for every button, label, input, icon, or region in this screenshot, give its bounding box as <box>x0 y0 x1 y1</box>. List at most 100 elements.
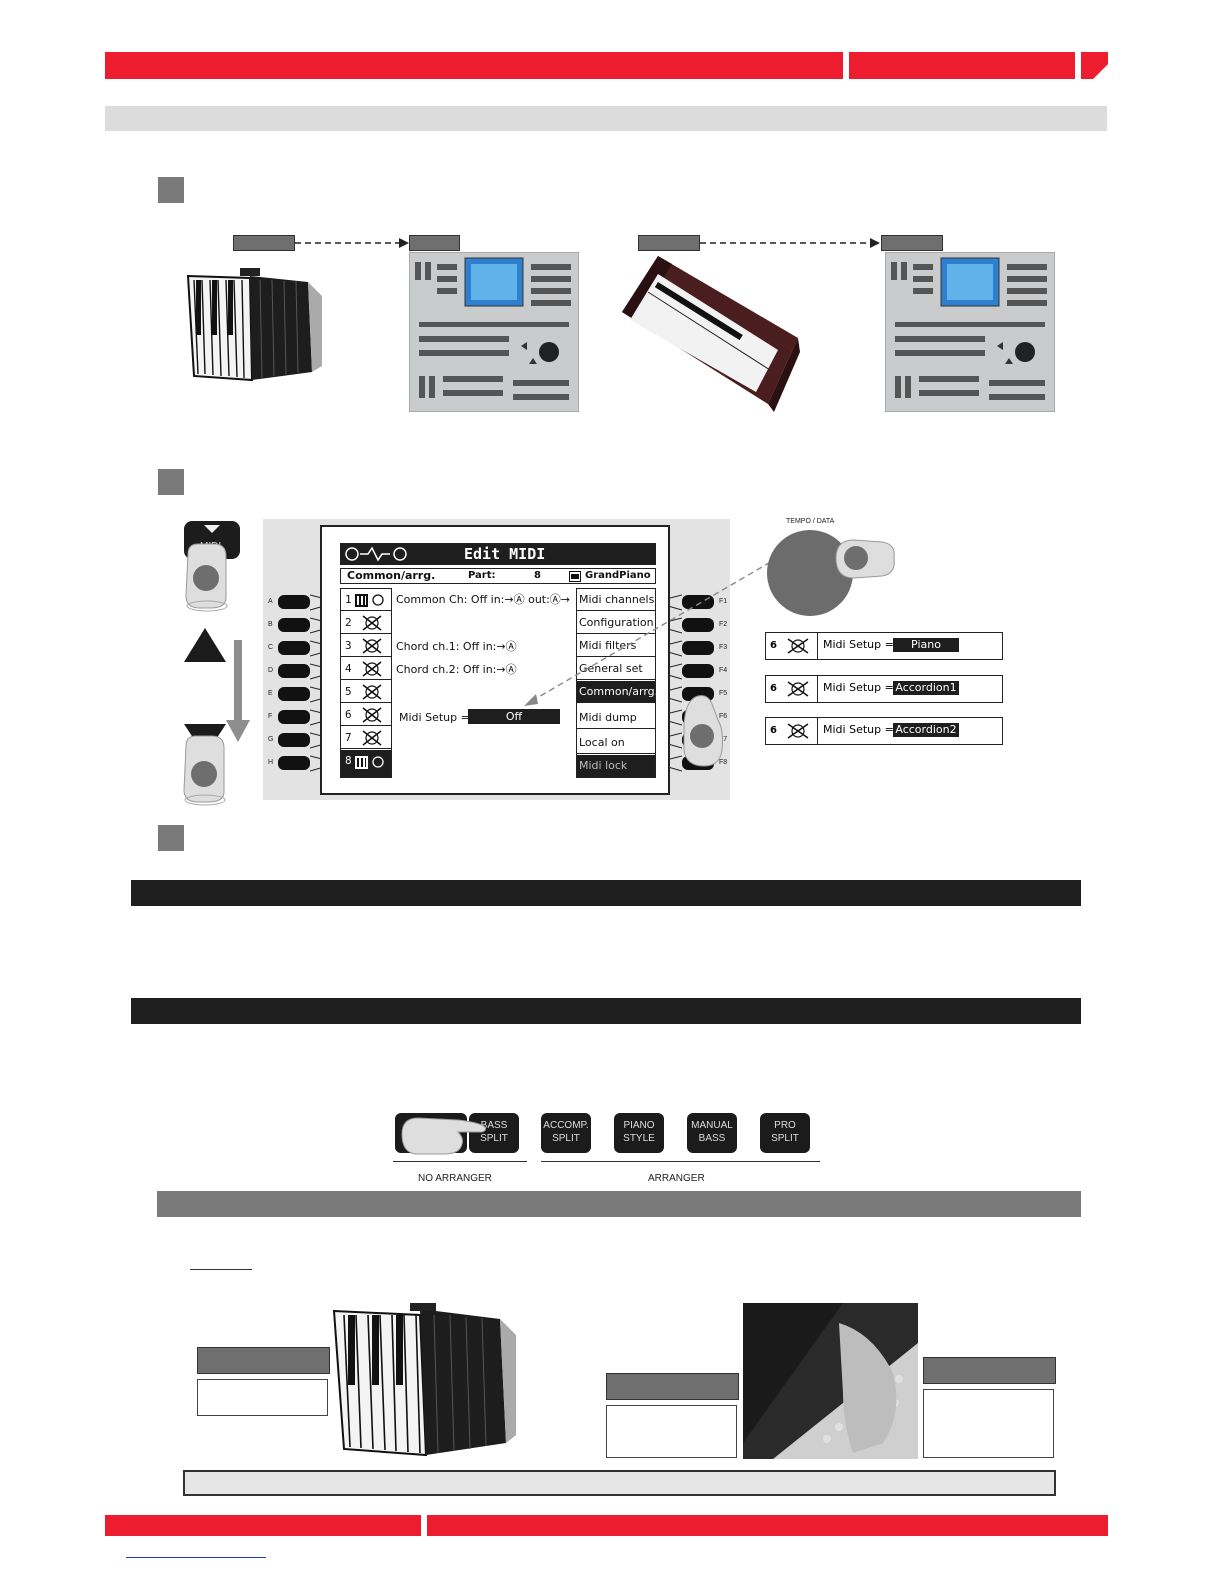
muted-midi-icon <box>362 638 382 654</box>
footer-bar-left <box>105 1515 421 1536</box>
setup-value-accordion1: Accordion1 <box>893 681 959 695</box>
softkey-label-g: G <box>268 736 274 743</box>
menu-midi-channels[interactable]: Midi channels <box>577 589 655 611</box>
softkey-e[interactable] <box>278 687 310 701</box>
pointing-hand-icon <box>185 543 228 612</box>
muted-midi-icon <box>362 684 382 700</box>
track-number: 5 <box>345 685 352 698</box>
step-marker-2 <box>158 469 184 495</box>
softkey-f2[interactable] <box>682 618 714 632</box>
softkey-a[interactable] <box>278 595 310 609</box>
accomp-split-button[interactable]: ACCOMP.SPLIT <box>541 1113 591 1153</box>
track-number: 8 <box>345 754 352 767</box>
track-row-6[interactable]: 6 <box>341 704 391 726</box>
muted-midi-icon <box>362 661 382 677</box>
softkey-d[interactable] <box>278 664 310 678</box>
menu-midi-dump[interactable]: Midi dump <box>577 707 655 729</box>
footer-bar-right <box>427 1515 1108 1536</box>
footer-link[interactable] <box>126 1557 266 1558</box>
bass-section-tag <box>606 1373 739 1400</box>
softkey-label-f6: F6 <box>719 713 728 720</box>
softkey-f3[interactable] <box>682 641 714 655</box>
section-header-bar-2 <box>131 998 1081 1024</box>
part-value: 8 <box>534 570 541 581</box>
menu-common-arrg-selected[interactable]: Common/arrg. <box>577 681 658 703</box>
menu-midi-lock[interactable]: Midi lock <box>577 755 655 777</box>
accordion-image <box>186 268 322 382</box>
muted-midi-icon <box>362 730 382 746</box>
track-row-3[interactable]: 3 <box>341 635 391 657</box>
dial-label: TEMPO / DATA <box>786 518 835 525</box>
sound-icon <box>569 571 581 582</box>
down-arrow-icon <box>226 640 250 742</box>
track-row-7[interactable]: 7 <box>341 727 391 749</box>
pointing-hand-icon-f6 <box>683 695 723 767</box>
arranger-label: ARRANGER <box>648 1173 705 1184</box>
part-label: Part: <box>468 570 496 581</box>
menu-local-on[interactable]: Local on <box>577 732 655 754</box>
pressing-hand-icon <box>401 1117 487 1155</box>
dial-leader-line <box>524 541 806 706</box>
sound-name: GrandPiano <box>585 570 651 581</box>
muted-midi-icon <box>362 707 382 723</box>
muted-midi-icon <box>787 681 809 697</box>
header-bar-right <box>849 52 1075 79</box>
pointing-hand-icon-2 <box>183 735 226 806</box>
track-row-2[interactable]: 2 <box>341 612 391 634</box>
softkey-label-h: H <box>268 759 274 766</box>
muted-midi-icon <box>362 615 382 631</box>
track-number: 4 <box>345 662 352 675</box>
muted-midi-icon <box>787 638 809 654</box>
track-number: 2 <box>345 616 352 629</box>
track-row-1[interactable]: 1 <box>341 589 391 611</box>
muted-midi-icon <box>787 723 809 739</box>
midi-setup-label: Midi Setup = <box>399 711 470 724</box>
led-indicator-icon <box>204 525 220 533</box>
track-number: 3 <box>345 639 352 652</box>
softkey-g[interactable] <box>278 733 310 747</box>
subsection-header-bar <box>157 1191 1081 1217</box>
softkey-f[interactable] <box>278 710 310 724</box>
setup-row-accordion2[interactable]: 6 Midi Setup = Accordion2 <box>765 717 1003 745</box>
track-row-4[interactable]: 4 <box>341 658 391 680</box>
note-bar <box>183 1470 1056 1496</box>
device-tag-keyboard-out <box>638 235 700 251</box>
common-channel-line[interactable]: Common Ch: Off in:→Ⓐ out:Ⓐ→ <box>396 593 571 606</box>
track-number: 7 <box>345 731 352 744</box>
softkey-label-f2: F2 <box>719 621 728 628</box>
header-corner-tab <box>1081 52 1108 79</box>
tempo-data-dial[interactable] <box>767 530 853 616</box>
up-triangle-icon <box>184 628 226 662</box>
track-row-8-selected[interactable]: 8 <box>341 750 391 777</box>
softkey-f1[interactable] <box>682 595 714 609</box>
step-marker-3 <box>158 825 184 851</box>
turning-hand-icon <box>835 539 895 579</box>
softkey-label-c: C <box>268 644 274 651</box>
menu-configuration[interactable]: Configuration <box>577 612 655 634</box>
menu-general-set[interactable]: General set <box>577 658 655 680</box>
lcd-info-bar: Common/arrg. Part: 8 GrandPiano <box>340 568 656 584</box>
softkey-b[interactable] <box>278 618 310 632</box>
no-arranger-underline <box>393 1161 527 1162</box>
softkey-f4[interactable] <box>682 664 714 678</box>
chord-ch2-line[interactable]: Chord ch.2: Off in:→Ⓐ <box>396 663 517 676</box>
setup-row-accordion1[interactable]: 6 Midi Setup = Accordion1 <box>765 675 1003 703</box>
softkey-label-d: D <box>268 667 274 674</box>
device-tag-arranger-in-1 <box>409 235 460 251</box>
setup-row-piano[interactable]: 6 Midi Setup = Piano <box>765 632 1003 660</box>
track-row-5[interactable]: 5 <box>341 681 391 703</box>
softkey-c[interactable] <box>278 641 310 655</box>
softkey-label-f1: F1 <box>719 598 728 605</box>
lcd-title-bar: Edit MIDI <box>340 543 656 565</box>
midi-setup-value[interactable]: Off <box>468 709 560 724</box>
accordion-image-large <box>332 1303 516 1457</box>
softkey-h[interactable] <box>278 756 310 770</box>
chord-ch1-line[interactable]: Chord ch.1: Off in:→Ⓐ <box>396 640 517 653</box>
softkey-label-a: A <box>268 598 273 605</box>
setup-label: Midi Setup = <box>823 723 894 736</box>
lcd-content: Common Ch: Off in:→Ⓐ out:Ⓐ→ Chord ch.1: … <box>394 588 574 778</box>
